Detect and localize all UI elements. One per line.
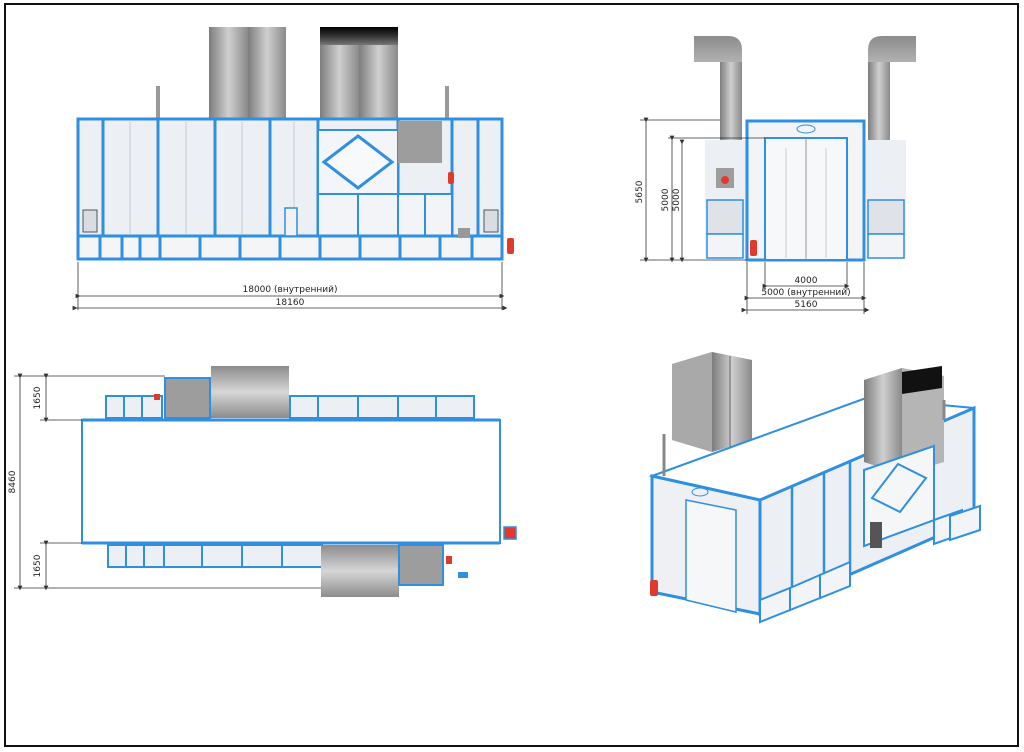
duct-cap-b [359, 27, 398, 45]
booth-top-outline [81, 419, 501, 544]
side-dim-height-b: 5000 [672, 188, 682, 211]
extinguisher-icon [750, 240, 757, 256]
iso-logo-icon [691, 487, 709, 497]
front-dim-outer: 18160 [276, 298, 305, 308]
side-dim-outer: 5160 [795, 300, 818, 310]
top-duct-a [211, 366, 250, 418]
grey-bin [458, 228, 470, 238]
vent-pipe-left [156, 86, 160, 119]
grey-box [398, 121, 442, 163]
side-view: 5650 5000 5000 4000 5000 (внутренний) 51… [635, 36, 916, 314]
sheet-border [4, 3, 1019, 747]
bottom-duct-b [360, 545, 399, 597]
exhaust-duct-left-b [248, 27, 286, 119]
exhaust-duct-left-a [209, 27, 248, 119]
extinguisher-icon [650, 580, 658, 596]
top-view: 1650 8460 1650 [8, 366, 517, 597]
logo-icon [796, 124, 816, 134]
top-dim-lower: 1650 [33, 554, 43, 577]
iso-control-panel [870, 522, 882, 548]
front-view: 18000 (внутренний) 18160 [72, 27, 514, 311]
top-dim-upper: 1650 [33, 386, 43, 409]
extinguisher-icon [448, 172, 454, 184]
side-dim-inner: 5000 (внутренний) [761, 288, 850, 298]
control-cabinet-left [82, 209, 98, 233]
side-dim-door: 4000 [795, 276, 818, 286]
front-dim-inner: 18000 (внутренний) [243, 285, 338, 295]
bottom-duct-a [321, 545, 360, 597]
side-dim-height-total: 5650 [635, 180, 645, 203]
vent-pipe-right [445, 86, 449, 119]
duct-cap-a [320, 27, 359, 45]
control-cabinet-right [483, 209, 499, 233]
control-cabinet-center [284, 207, 298, 237]
extinguisher-icon [507, 238, 514, 254]
isometric-view [648, 352, 981, 624]
top-duct-b [250, 366, 289, 418]
top-dim-total: 8460 [8, 470, 18, 493]
bottom-grey-unit [398, 544, 444, 586]
top-grey-unit [164, 377, 211, 419]
heat-unit-diamond [321, 134, 395, 190]
side-dim-height-a: 5000 [661, 188, 671, 211]
